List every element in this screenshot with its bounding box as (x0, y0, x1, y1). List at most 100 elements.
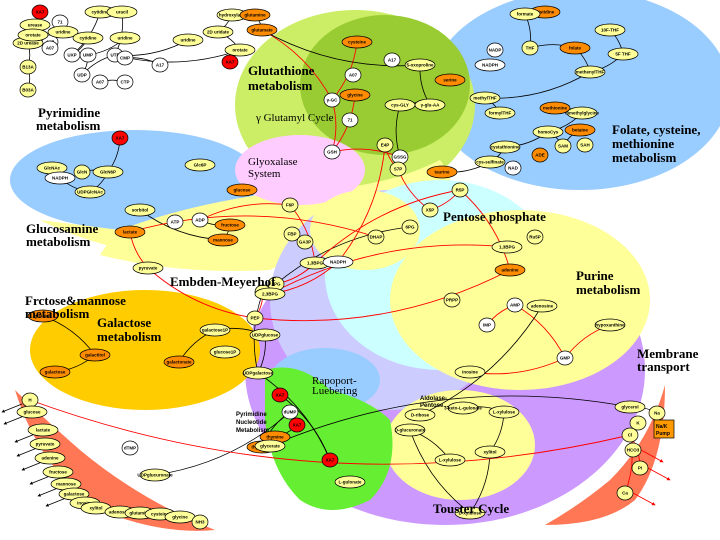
node-glutamine[interactable]: glutamine (239, 8, 271, 22)
node-ellipse[interactable] (124, 203, 156, 217)
node-galactose1p[interactable]: galactose1P (199, 323, 231, 337)
node-ellipse[interactable] (114, 225, 146, 239)
node-a07[interactable]: A07 (41, 40, 59, 56)
node-ellipse[interactable] (207, 233, 239, 247)
node-ellipse[interactable] (426, 165, 458, 179)
node-ellipse[interactable] (526, 299, 558, 313)
node-ellipse[interactable] (334, 475, 366, 489)
node-ellipse[interactable] (246, 310, 264, 326)
node-cl[interactable]: Cl (621, 427, 639, 443)
node-ade[interactable]: ADE (531, 147, 549, 163)
node-galactonate[interactable]: galactonate (163, 355, 195, 369)
node-ellipse[interactable] (73, 67, 91, 83)
node-ellipse[interactable] (271, 387, 289, 403)
node-xa7[interactable]: XA7 (221, 54, 239, 70)
node-dhap[interactable]: DHAP (367, 229, 385, 245)
node-imp[interactable]: IMP (478, 317, 496, 333)
node-udp[interactable]: UDP (73, 67, 91, 83)
node-ellipse[interactable] (41, 40, 59, 56)
node-xa7[interactable]: XA7 (288, 417, 306, 433)
node-ellipse[interactable] (321, 452, 339, 468)
node-ellipse[interactable] (624, 442, 642, 458)
node-ellipse[interactable] (489, 140, 521, 154)
node-ellipse[interactable] (214, 218, 246, 232)
node-ellipse[interactable] (296, 234, 314, 250)
node-ellipse[interactable] (254, 287, 286, 301)
node--glu-aa[interactable]: γ-glu-AA (414, 98, 446, 112)
node-ellipse[interactable] (521, 40, 539, 56)
node-hco3[interactable]: HCO3 (624, 442, 642, 458)
node-ellipse[interactable] (323, 144, 341, 160)
node-cytidine[interactable]: cytidine (72, 31, 104, 45)
node-ellipse[interactable] (566, 106, 598, 120)
node-6pg[interactable]: 6PG (401, 219, 419, 235)
node-ellipse[interactable] (539, 101, 571, 115)
node-2-3bpg[interactable]: 2,3BPG (254, 287, 286, 301)
node-nh3[interactable]: NH3 (191, 514, 209, 530)
node-folate[interactable]: folate (559, 41, 591, 55)
node-b13a[interactable]: B13A (19, 59, 37, 75)
node-gmp[interactable]: GMP (556, 350, 574, 366)
node-cys-sulfinate[interactable]: cys-sulfinate (474, 155, 506, 169)
node-ellipse[interactable] (249, 328, 281, 342)
node-ellipse[interactable] (504, 160, 522, 176)
node-ellipse[interactable] (116, 74, 134, 90)
node-ellipse[interactable] (132, 261, 164, 275)
node-thf[interactable]: THF (521, 40, 539, 56)
node-orotate[interactable]: orotate (17, 28, 49, 42)
node-dump[interactable]: dUMP (281, 404, 299, 420)
node-ellipse[interactable] (47, 25, 79, 39)
node-ellipse[interactable] (594, 318, 626, 332)
node-pyruvate[interactable]: pyruvate (132, 261, 164, 275)
node-gsh[interactable]: GSH (323, 144, 341, 160)
node-glucose1p[interactable]: glucose1P (209, 345, 241, 359)
node-adp[interactable]: ADP (191, 212, 209, 228)
node-ellipse[interactable] (339, 88, 371, 102)
node-ellipse[interactable] (191, 212, 209, 228)
node-ellipse[interactable] (491, 240, 523, 254)
node-xa7[interactable]: XA7 (111, 130, 129, 146)
node-pep[interactable]: PEP (246, 310, 264, 326)
node-ellipse[interactable] (74, 185, 106, 199)
node-nadp[interactable]: NADP (486, 42, 504, 58)
node-ellipse[interactable] (509, 7, 541, 21)
node-x5p[interactable]: X5P (421, 202, 439, 218)
node-ellipse[interactable] (111, 130, 129, 146)
node-ellipse[interactable] (283, 226, 301, 242)
node-ellipse[interactable] (494, 263, 526, 277)
node-ellipse[interactable] (116, 50, 134, 66)
node-ellipse[interactable] (109, 31, 141, 45)
node-1-3bpg[interactable]: 1,3BPG (491, 240, 523, 254)
node-ellipse[interactable] (323, 92, 341, 108)
node-a17[interactable]: A17 (151, 57, 169, 73)
node-ellipse[interactable] (239, 8, 271, 22)
node-d-xylulose[interactable]: D-xylulose (454, 506, 486, 520)
node-lactate[interactable]: lactate (27, 423, 59, 437)
node-galactitol[interactable]: galactitol (79, 348, 111, 362)
node-formate[interactable]: formate (509, 7, 541, 21)
node-glycerol[interactable]: glycerol (614, 400, 646, 414)
node-ellipse[interactable] (506, 297, 524, 313)
node-ellipse[interactable] (91, 74, 109, 90)
node-ellipse[interactable] (383, 52, 401, 68)
node-udpglucose[interactable]: UDPglucose (249, 328, 281, 342)
node-homocys[interactable]: homoCys (532, 125, 564, 139)
node-ellipse[interactable] (288, 417, 306, 433)
node-ellipse[interactable] (454, 365, 486, 379)
node-ellipse[interactable] (16, 405, 48, 419)
node-ellipse[interactable] (44, 171, 76, 185)
node-atp[interactable]: ATP (166, 214, 184, 230)
node-mannose[interactable]: mannose (207, 233, 239, 247)
node-ellipse[interactable] (574, 65, 606, 79)
node-ctp[interactable]: CTP (116, 74, 134, 90)
node-ellipse[interactable] (401, 219, 419, 235)
node-ellipse[interactable] (469, 91, 501, 105)
node-serine[interactable]: serine (434, 73, 466, 87)
node-glcn[interactable]: GlcN (73, 164, 91, 180)
node-ellipse[interactable] (394, 423, 426, 437)
node-fructose[interactable]: fructose (214, 218, 246, 232)
node-uridine[interactable]: uridine (172, 33, 204, 47)
node-ellipse[interactable] (576, 137, 594, 153)
node-k[interactable]: K (629, 415, 647, 431)
node-ellipse[interactable] (246, 23, 278, 37)
